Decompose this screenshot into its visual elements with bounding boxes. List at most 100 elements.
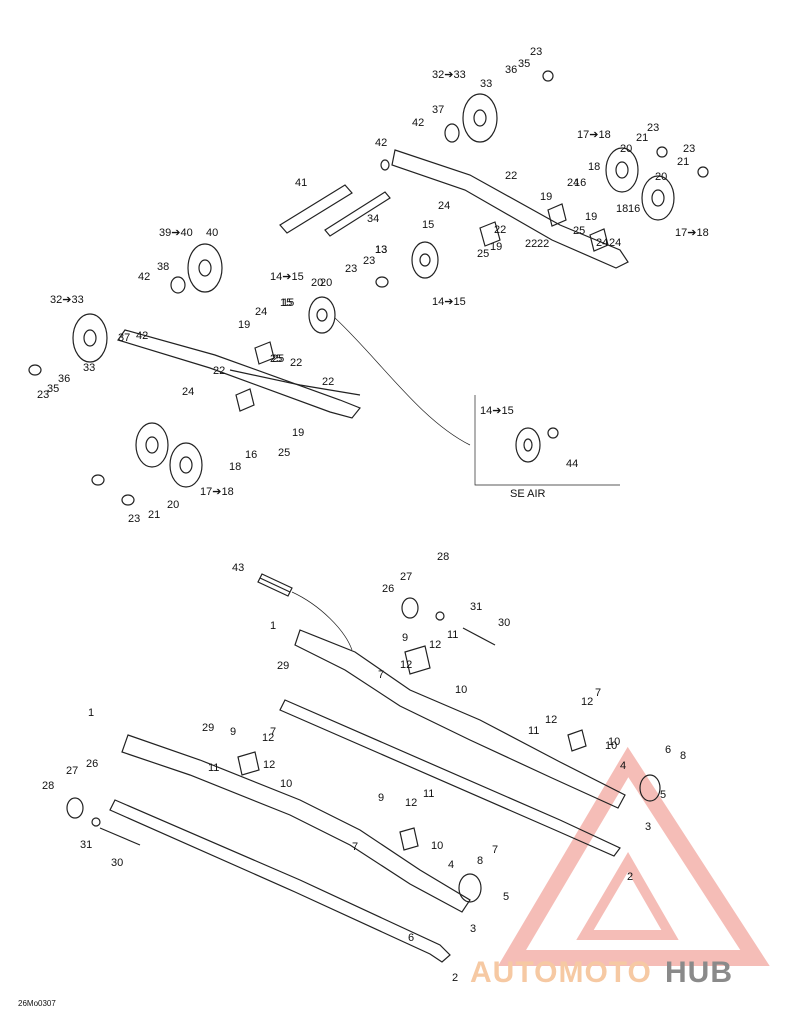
upper-callout: 23 [363, 255, 375, 267]
lower-callout: 43 [232, 562, 244, 574]
upper-callout: 23 [647, 122, 659, 134]
wheel-17-18-b [641, 175, 675, 221]
upper-callout: 42 [136, 330, 148, 342]
upper-callout: 25 [573, 225, 585, 237]
wheel-hub [179, 456, 193, 474]
upper-callout: 40 [206, 227, 218, 239]
wheel-hub [145, 436, 159, 454]
lower-callout: 30 [111, 857, 123, 869]
se-air-inset [474, 395, 620, 486]
wheel-hub [651, 189, 665, 207]
wheel-32-33-left [72, 313, 108, 363]
lower-callout: 11 [528, 725, 539, 737]
lower-callout: 12 [405, 797, 417, 809]
lower-callout: 6 [665, 744, 671, 756]
cap-23 [28, 364, 42, 376]
upper-callout: 20 [320, 277, 332, 289]
lower-callout: 29 [202, 722, 214, 734]
upper-callout: 21 [636, 132, 648, 144]
watermark-word-part2: HUB [665, 956, 733, 989]
upper-callout: 16 [574, 177, 586, 189]
upper-callout: 23 [37, 389, 49, 401]
lower-callout: 3 [470, 923, 476, 935]
lower-callout: 8 [477, 855, 483, 867]
upper-callout: 24 [596, 237, 608, 249]
inset-leader [334, 317, 471, 446]
wheel-hub [198, 259, 212, 277]
upper-callout: 24 [182, 386, 194, 398]
lower-callout: 10 [605, 740, 617, 752]
upper-callout: 25 [477, 248, 489, 260]
lower-callout: 31 [80, 839, 92, 851]
upper-callout: 32➔33 [50, 294, 84, 306]
inset-washer [547, 427, 559, 439]
upper-callout: 36 [58, 373, 70, 385]
washer-42 [380, 159, 390, 171]
lower-callout: 11 [447, 629, 458, 641]
upper-callout: 18 [616, 203, 628, 215]
lower-callout: 7 [352, 841, 358, 853]
lower-callout: 5 [660, 789, 666, 801]
upper-callout: 18 [588, 161, 600, 173]
upper-callout: 41 [295, 177, 307, 189]
lower-callout: 12 [263, 759, 275, 771]
wheel-17-18-c [135, 422, 169, 468]
upper-callout: 13 [375, 244, 387, 256]
lower-callout: 5 [503, 891, 509, 903]
wheel-17-18-a [605, 147, 639, 193]
upper-callout: 19 [292, 427, 304, 439]
lower-callout: 12 [429, 639, 441, 651]
lower-assembly [66, 573, 661, 963]
shaft-41 [279, 184, 353, 234]
inset-label-wheel: 14➔15 [480, 405, 514, 417]
upper-callout: 22 [213, 365, 225, 377]
lower-callout: 31 [470, 601, 482, 613]
inset-label-washer: 44 [566, 458, 578, 470]
wheel-14-15-a [411, 241, 439, 279]
lower-callout: 26 [86, 758, 98, 770]
lower-callout: 12 [581, 696, 593, 708]
cap-23 [91, 474, 105, 486]
spring-43 [259, 577, 291, 593]
shaft-34 [324, 191, 391, 237]
lower-callout: 8 [680, 750, 686, 762]
upper-callout: 19 [540, 191, 552, 203]
upper-callout: 42 [138, 271, 150, 283]
upper-callout: 24 [567, 177, 579, 189]
lower-callout: 4 [448, 859, 454, 871]
upper-callout: 22 [505, 170, 517, 182]
pivot-plate-27 [401, 597, 419, 619]
lower-callout: 11 [208, 762, 219, 774]
bracket-12 [399, 827, 419, 851]
upper-rail-right [391, 149, 629, 269]
inset-frame [474, 395, 620, 486]
upper-callout: 17➔18 [577, 129, 611, 141]
upper-callout: 34 [367, 213, 379, 225]
upper-callout: 17➔18 [200, 486, 234, 498]
idler-wheel-5 [458, 873, 482, 903]
lower-callout: 12 [545, 714, 557, 726]
upper-callout: 23 [683, 143, 695, 155]
lower-callout: 9 [378, 792, 384, 804]
upper-callout: 32➔33 [432, 69, 466, 81]
upper-callout: 20 [311, 277, 323, 289]
upper-callout: 38 [157, 261, 169, 273]
small-parts [28, 70, 709, 506]
nut-31 [435, 611, 445, 621]
upper-callout: 16 [245, 449, 257, 461]
bracket-12 [567, 729, 587, 752]
wheel-14-15-b [308, 296, 336, 334]
slide-2-top [279, 699, 621, 857]
lower-callout: 1 [270, 620, 276, 632]
upper-callout: 20 [620, 143, 632, 155]
block-19 [589, 228, 609, 252]
upper-callout: 19 [585, 211, 597, 223]
upper-callout: 22 [537, 238, 549, 250]
block-19 [547, 203, 567, 227]
upper-callout: 22 [525, 238, 537, 250]
lower-callout: 7 [270, 726, 276, 738]
upper-assembly [28, 70, 709, 506]
lower-callout: 30 [498, 617, 510, 629]
wheel-hub [523, 438, 533, 452]
